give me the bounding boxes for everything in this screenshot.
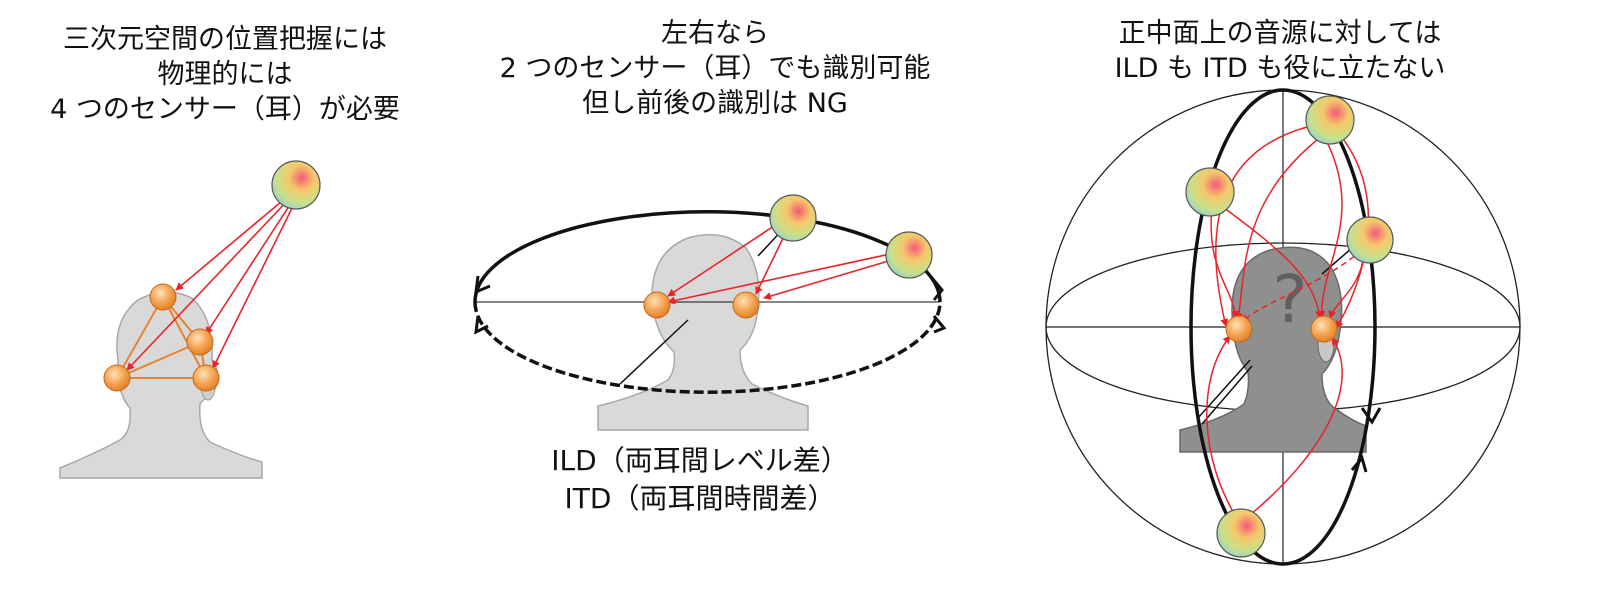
caption-line: 正中面上の音源に対しては	[1118, 18, 1442, 49]
orbit-arrowhead	[1350, 454, 1368, 473]
orbit-arrowhead	[932, 315, 947, 334]
caption-line: 2 つのセンサー（耳）でも識別可能	[499, 53, 931, 84]
head-silhouette	[59, 291, 263, 479]
middle-panel	[473, 194, 947, 431]
sound-source-front	[769, 194, 817, 242]
right-panel-caption: 正中面上の音源に対しては ILD も ITD も役に立たない	[1045, 16, 1515, 86]
middle-panel-caption: 左右なら 2 つのセンサー（耳）でも識別可能 但し前後の識別は NG	[455, 16, 975, 121]
orbit-arrowhead	[474, 275, 491, 295]
left-ear-sensor	[643, 291, 671, 319]
head-silhouette	[597, 233, 809, 431]
sound-arrows	[667, 221, 893, 305]
sound-source-top	[1305, 95, 1355, 145]
horizontal-orbit-back	[473, 301, 942, 394]
median-plane-orbit	[1189, 88, 1377, 566]
pointer-line	[1201, 365, 1253, 425]
pointer-line	[1321, 247, 1353, 275]
sound-source-side	[885, 231, 933, 279]
itd-label: ITD（両耳間時間差）	[564, 482, 836, 515]
sound-source-bottom	[1216, 508, 1266, 558]
ild-itd-labels: ILD（両耳間レベル差） ITD（両耳間時間差）	[490, 442, 910, 518]
orbit-arrowhead	[474, 315, 489, 335]
right-ear-sensor	[1310, 315, 1338, 343]
caption-line: 但し前後の識別は NG	[582, 88, 848, 119]
orbit-arrowhead	[930, 277, 944, 301]
sensor-left	[103, 364, 131, 392]
pointer-line	[619, 319, 689, 385]
sensor-right-upper	[186, 328, 214, 356]
sound-source	[271, 160, 321, 210]
ild-label: ILD（両耳間レベル差）	[551, 444, 849, 477]
orbit-arrowhead	[1360, 407, 1382, 425]
head-silhouette	[1179, 246, 1367, 453]
left-panel-caption: 三次元空間の位置把握には 物理的には 4 つのセンサー（耳）が必要	[30, 22, 420, 127]
caption-line: 4 つのセンサー（耳）が必要	[50, 94, 400, 125]
right-panel: ?	[1045, 88, 1521, 566]
left-panel	[59, 160, 321, 479]
question-mark: ?	[1272, 261, 1307, 338]
sensor-right-lower	[192, 364, 220, 392]
caption-line: ILD も ITD も役に立たない	[1114, 53, 1446, 84]
caption-line: 左右なら	[661, 18, 769, 49]
caption-line: 三次元空間の位置把握には	[63, 24, 387, 55]
sound-source-front-upper	[1185, 167, 1235, 217]
left-ear-sensor	[1225, 315, 1253, 343]
caption-line: 物理的には	[157, 59, 293, 90]
sensor-top	[149, 283, 177, 311]
sound-arrows	[126, 195, 297, 371]
right-ear-sensor	[732, 291, 760, 319]
sound-source-back-upper	[1346, 216, 1394, 264]
